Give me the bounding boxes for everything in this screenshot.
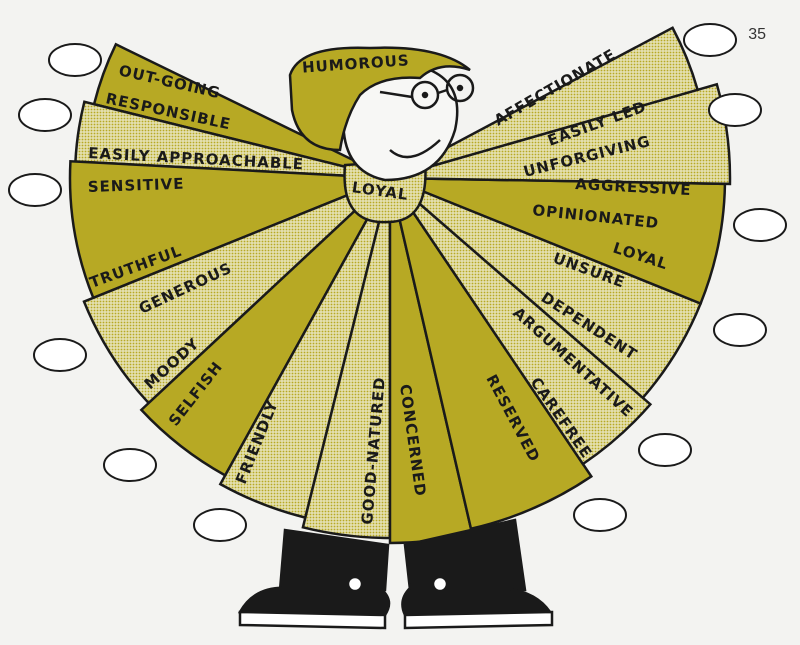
head [288,46,475,182]
legs [237,518,554,630]
pointing-hand-icon [18,98,72,132]
pointing-hand-icon [638,433,692,467]
pointing-hand-icon [708,93,762,127]
cape-wedge [388,177,594,531]
pointing-hands [8,23,787,542]
pointing-hand-icon [48,43,102,77]
cape-wedge [68,159,391,300]
pointing-hand-icon [193,508,247,542]
cape-wedge [388,177,653,466]
pointing-hand-icon [733,208,787,242]
page-number: 35 [748,26,766,43]
pointing-hand-icon [8,173,62,207]
pointing-hand-icon [683,23,737,57]
cape-wedge [389,176,727,306]
label-sensitive: SENSITIVE [88,175,185,196]
pointing-hand-icon [713,313,767,347]
cape-wedges [68,26,732,545]
cape-wedge [389,82,732,186]
pointing-hand-icon [103,448,157,482]
cape-wedge [389,26,700,180]
pointing-hand-icon [33,338,87,372]
hair [288,46,471,152]
pointing-hand-icon [573,498,627,532]
